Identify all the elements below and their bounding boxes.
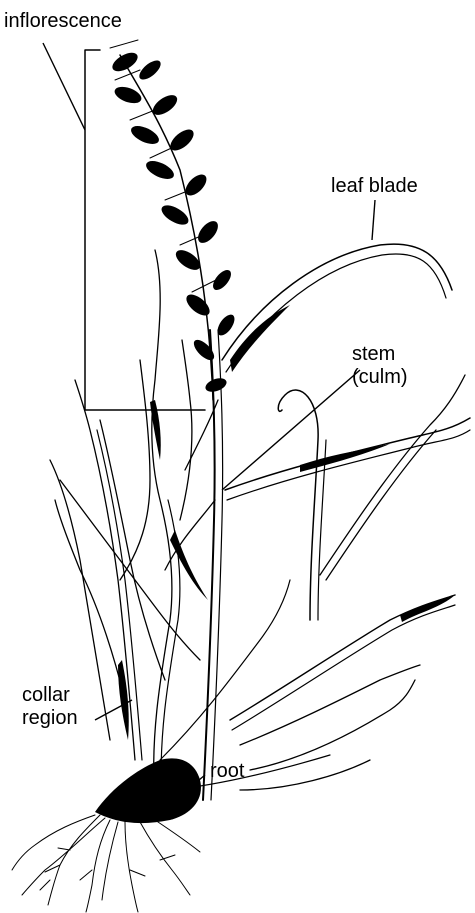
collar-label-line2: region	[22, 707, 78, 730]
root-label: root	[210, 760, 244, 783]
root-system	[12, 815, 200, 912]
leaf-blade-label: leaf blade	[331, 175, 418, 198]
upper-leaf-blade	[222, 244, 452, 372]
middle-right-leaves	[225, 375, 470, 620]
stem-label: stem (culm)	[352, 343, 408, 389]
stem-label-line2: (culm)	[352, 366, 408, 389]
inflorescence-label: inflorescence	[4, 10, 122, 33]
inflorescence-leader	[43, 43, 85, 130]
collar-label-line1: collar	[22, 684, 78, 707]
stem-leader	[222, 370, 360, 490]
stem-label-line1: stem	[352, 343, 408, 366]
inflorescence-bracket	[85, 50, 205, 410]
collar-region-label: collar region	[22, 684, 78, 730]
leaf-blade-leader	[372, 200, 375, 240]
